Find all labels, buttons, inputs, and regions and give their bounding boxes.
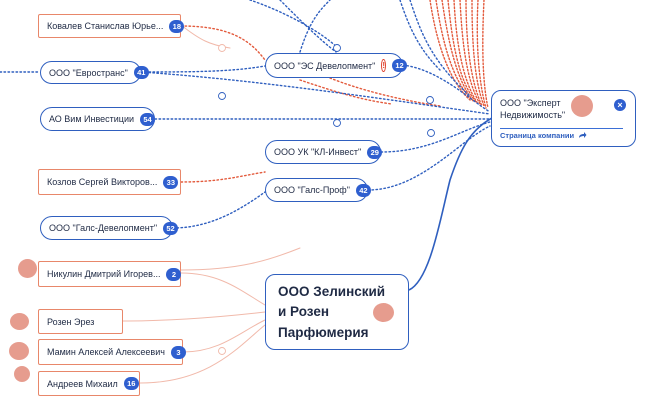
divider <box>500 128 623 129</box>
company-node-gals-development[interactable]: ООО "Галс-Девелопмент" 52 <box>40 216 179 240</box>
company-node-vim[interactable]: АО Вим Инвестиции 54 <box>40 107 156 131</box>
company-name: ООО "Галс-Девелопмент" <box>49 223 158 233</box>
person-node-kovalev[interactable]: Ковалев Станислав Юрье... 18 <box>38 14 185 38</box>
person-name: Мамин Алексей Алексеевич <box>47 347 165 357</box>
company-name: АО Вим Инвестиции <box>49 114 135 124</box>
company-name: ООО УК "КЛ-Инвест" <box>274 147 362 157</box>
redaction-mark <box>571 95 593 117</box>
company-node-gals-prof[interactable]: ООО "Галс-Проф" 42 <box>265 178 371 202</box>
company-name: ООО "Евространс" <box>49 67 128 78</box>
company-name: ООО "ЭС Девелопмент" <box>274 60 376 71</box>
person-node-mamin[interactable]: Мамин Алексей Алексеевич 3 <box>38 339 186 365</box>
connection-count-badge: 16 <box>123 377 139 390</box>
person-node-andreev[interactable]: Андреев Михаил 16 <box>38 371 140 396</box>
company-name: ООО "Галс-Проф" <box>274 185 350 195</box>
connection-count-badge: 18 <box>169 19 185 33</box>
person-name: Козлов Сергей Викторов... <box>47 177 158 187</box>
person-name: Никулин Дмитрий Игорев... <box>47 269 161 279</box>
person-node-rozen[interactable]: Розен Эрез <box>38 309 123 334</box>
connection-count-badge: 52 <box>163 221 179 235</box>
person-name: Ковалев Станислав Юрье... <box>47 21 164 31</box>
detail-card-title: ООО "Эксперт Недвижимость" <box>500 98 566 121</box>
connection-count-badge: 3 <box>170 345 186 359</box>
person-node-nikulin[interactable]: Никулин Дмитрий Игорев... 2 <box>38 261 182 287</box>
redaction-mark <box>18 259 37 278</box>
redaction-mark <box>373 303 394 322</box>
redaction-mark <box>9 342 29 360</box>
connection-count-badge: 12 <box>392 59 408 72</box>
connection-count-badge: 41 <box>133 66 149 79</box>
company-page-link-label: Страница компании <box>500 131 575 140</box>
connection-count-badge: 42 <box>355 183 371 197</box>
company-page-link[interactable]: Страница компании <box>500 131 587 140</box>
warning-icon: ! <box>381 59 387 72</box>
connection-count-badge: 2 <box>166 267 182 281</box>
company-detail-card[interactable]: ООО "Эксперт Недвижимость" × Страница ко… <box>491 90 636 147</box>
company-node-kl-invest[interactable]: ООО УК "КЛ-Инвест" 29 <box>265 140 383 164</box>
company-node-evrostroy[interactable]: ООО "Евространс" 41 <box>40 61 149 84</box>
person-name: Андреев Михаил <box>47 378 118 389</box>
connection-count-badge: 29 <box>367 145 383 159</box>
company-node-es-development[interactable]: ООО "ЭС Девелопмент" ! 12 <box>265 53 408 78</box>
person-node-kozlov[interactable]: Козлов Сергей Викторов... 33 <box>38 169 181 195</box>
share-arrow-icon <box>579 132 587 138</box>
close-icon[interactable]: × <box>614 99 626 111</box>
main-company-name: ООО Зелинский и Розен Парфюмерия <box>278 284 386 340</box>
redaction-mark <box>10 313 29 330</box>
redaction-mark <box>14 366 30 382</box>
connection-count-badge: 54 <box>140 112 156 126</box>
person-name: Розен Эрез <box>47 316 95 327</box>
connection-count-badge: 33 <box>163 175 179 189</box>
